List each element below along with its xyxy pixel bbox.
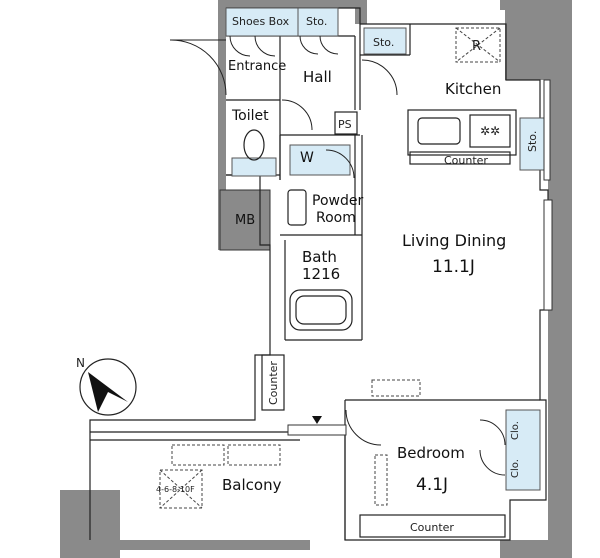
fridge-label: R bbox=[472, 39, 481, 54]
dashed-markers bbox=[159, 151, 511, 538]
closet-storage bbox=[505, 409, 541, 491]
bedroom-area: 4.1J bbox=[416, 475, 448, 495]
shoes-box-label: Shoes Box bbox=[232, 15, 290, 28]
kitchen-fixtures: ✲✲ bbox=[407, 27, 517, 156]
sto-top-storage bbox=[297, 7, 339, 37]
bedroom-door bbox=[345, 409, 382, 446]
exterior-walls bbox=[60, 0, 572, 558]
shoes-box-storage bbox=[225, 7, 299, 37]
counter-kitchen-label: Counter bbox=[444, 154, 488, 167]
windows bbox=[287, 79, 553, 436]
balcony-note: 4-6-8-10F bbox=[156, 485, 195, 494]
sink-icon bbox=[417, 117, 461, 145]
clo-2-label: Clo. bbox=[510, 459, 521, 478]
washbasin-icon bbox=[287, 189, 307, 226]
kitchen-counter-box bbox=[409, 151, 511, 165]
living-dining-area: 11.1J bbox=[432, 257, 475, 277]
sto-kitchen-label: Sto. bbox=[526, 131, 539, 152]
sto-hall-label: Sto. bbox=[373, 36, 394, 49]
sto-kitchen-storage bbox=[519, 117, 545, 171]
toilet-door bbox=[281, 99, 313, 131]
labels: Shoes Box Sto. Entrance Hall Sto. Kitche… bbox=[156, 15, 539, 534]
toilet-bowl-icon bbox=[243, 129, 265, 161]
powder-room-label-line2: Room bbox=[316, 210, 356, 226]
svg-text:✲✲: ✲✲ bbox=[480, 124, 500, 138]
bath-label: Bath bbox=[302, 248, 337, 266]
wm-storage bbox=[289, 144, 351, 176]
north-arrow: N bbox=[76, 356, 137, 416]
mb-label: MB bbox=[235, 213, 255, 228]
bath-size-label: 1216 bbox=[302, 265, 340, 283]
entry-marker-icon bbox=[312, 416, 322, 424]
bedroom-label: Bedroom bbox=[397, 444, 465, 462]
wm-label: W bbox=[300, 150, 314, 166]
interior-walls bbox=[89, 7, 549, 541]
ps-label: PS bbox=[338, 118, 352, 131]
toilet-label: Toilet bbox=[231, 108, 269, 124]
doors bbox=[169, 35, 506, 476]
sto-top-label: Sto. bbox=[306, 15, 327, 28]
counter-left-label: Counter bbox=[267, 361, 280, 405]
counter-bedroom-label: Counter bbox=[410, 521, 454, 534]
kitchen-label: Kitchen bbox=[445, 80, 501, 98]
north-label: N bbox=[76, 356, 85, 370]
living-dining-label: Living Dining bbox=[402, 231, 506, 250]
clo-1-label: Clo. bbox=[510, 421, 521, 440]
hall-door bbox=[361, 59, 398, 96]
hall-label: Hall bbox=[303, 68, 332, 86]
compass-arrow-icon bbox=[88, 372, 128, 412]
bedroom-counter-box bbox=[359, 514, 506, 538]
toilet-sink-storage bbox=[231, 157, 277, 177]
entrance-label: Entrance bbox=[228, 59, 286, 74]
sto-hall-storage bbox=[363, 27, 407, 55]
storage-areas bbox=[225, 7, 545, 491]
bath-fixtures bbox=[243, 129, 353, 331]
powder-room-label-line1: Powder bbox=[312, 193, 363, 209]
balcony-label: Balcony bbox=[222, 476, 282, 494]
entrance-door bbox=[169, 39, 227, 96]
stove-icon bbox=[469, 114, 511, 148]
bathtub-icon bbox=[289, 289, 353, 331]
